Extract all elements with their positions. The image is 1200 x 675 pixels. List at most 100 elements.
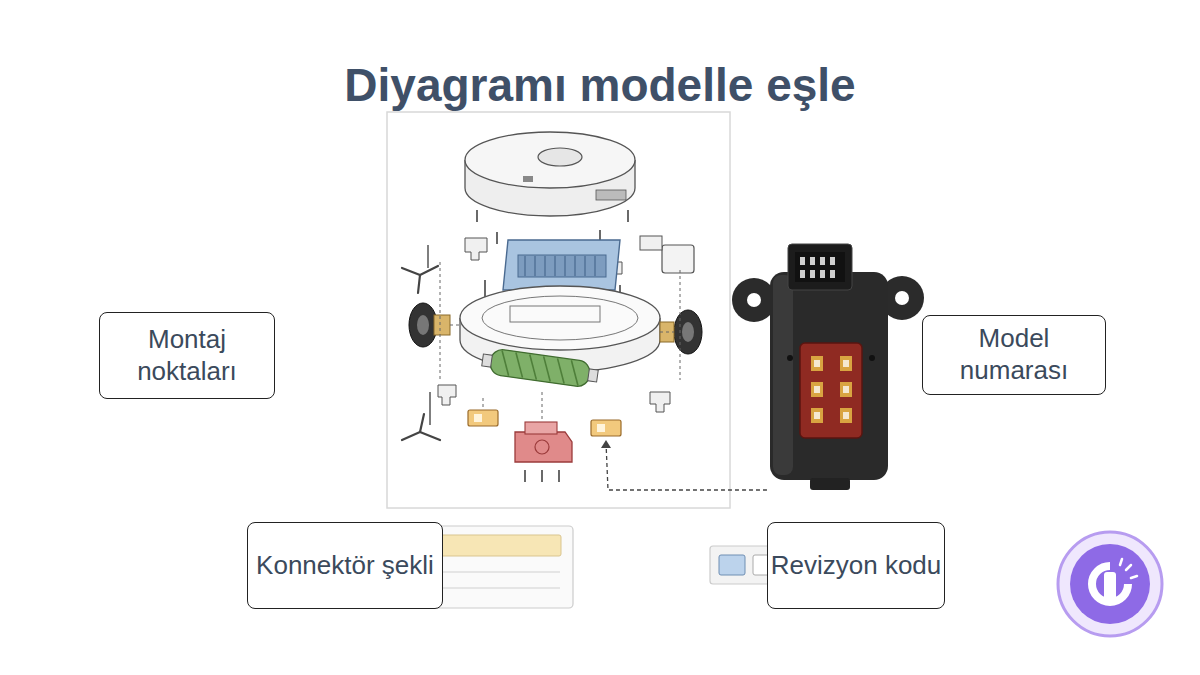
exploded-diagram-part [438,385,456,405]
exploded-diagram-part-part [496,232,498,244]
connector-photo-part [770,272,888,480]
logo-icon-part [1104,572,1116,602]
logo-icon [1058,532,1162,636]
connector-photo-part [814,360,849,419]
exploded-diagram-part [482,296,638,340]
exploded-diagram-part-part [558,470,560,482]
exploded-diagram-part-part [627,210,629,222]
exploded-diagram-part-part [489,348,592,388]
connector-photo-part-part [811,382,823,397]
connector-photo-part-part [843,360,849,367]
connector-photo-part [747,293,761,307]
connector-photo-part-part [811,356,823,371]
leader-line-part [606,442,770,490]
exploded-diagram-part-part [660,332,674,333]
exploded-diagram-part [525,422,557,434]
connector-photo-part-part [814,360,820,367]
logo-icon-part [1092,566,1128,602]
connector-photo-part-part [840,356,852,371]
exploded-diagram-part-part-part [540,356,553,381]
exploded-diagram-part-part [555,256,556,276]
exploded-diagram-part [402,266,440,440]
exploded-diagram-part-part [524,470,526,482]
connector-photo-part [795,252,845,282]
exploded-diagram-part-part [484,280,486,298]
exploded-diagram-part-part [545,256,546,276]
label-box: Konnektör şekli [247,522,443,609]
connector-photo-part [732,278,776,322]
exploded-diagram-part-part-part [568,360,581,385]
exploded-diagram-part [483,392,542,420]
connector-photo-part [788,244,852,290]
logo-icon-part-part [1120,559,1122,565]
connector-photo-part-part [840,408,852,423]
connector-photo-part-part [830,270,835,278]
exploded-diagram-part-part [575,256,576,276]
exploded-diagram [387,112,730,508]
exploded-diagram-part [468,410,498,426]
connector-photo-part-part [810,257,815,265]
exploded-diagram-part-part [499,351,582,386]
label-box: Montaj noktaları [99,312,275,399]
page-title: Diyagramı modelle eşle [0,58,1200,112]
exploded-diagram-part-part [482,354,493,367]
exploded-diagram-part-part [420,414,424,432]
exploded-diagram-part-part [541,470,543,482]
connector-photo-part-part [820,257,825,265]
connector-photo-part-part [820,270,825,278]
exploded-diagram-part [525,470,559,482]
form-card-part [434,587,560,588]
exploded-diagram-part [591,420,621,436]
box-label: Montaj noktaları [100,324,274,387]
exploded-diagram-part [596,190,626,200]
exploded-diagram-part-part [535,256,536,276]
exploded-diagram-part [429,392,431,425]
exploded-diagram-part [474,414,482,422]
connector-photo-part-part [843,386,849,393]
exploded-diagram-part [660,322,674,342]
exploded-diagram-part [538,148,582,166]
exploded-diagram-part-part [420,432,440,440]
exploded-diagram-part [465,238,487,260]
logo-icon-part-part [1126,565,1131,570]
exploded-diagram-part [523,176,533,182]
exploded-diagram-part [535,440,549,454]
connector-photo-part-part [814,412,820,419]
exploded-diagram-part-part [565,256,566,276]
exploded-diagram-part [460,286,660,350]
exploded-diagram-part-part [418,275,420,293]
connector-photo-part [773,275,793,475]
connector-photo-part-part [843,412,849,419]
logo-icon-part [1120,559,1137,578]
logo-icon-part-part [1131,576,1137,578]
connector-photo [732,244,924,490]
box-label: Revizyon kodu [771,550,942,582]
connector-photo-part-part [800,270,805,278]
form-card-part [430,535,561,556]
connector-photo-part-part [810,270,815,278]
exploded-diagram-part [465,132,635,188]
exploded-diagram-part [518,255,606,277]
exploded-diagram-part-part [450,325,462,326]
leader-line-part [601,440,611,448]
connector-photo-part [800,343,862,438]
exploded-diagram-part [515,432,572,462]
exploded-diagram-part-part [420,266,438,275]
exploded-diagram-part-part-part [513,352,526,377]
exploded-diagram-part-part [595,256,596,276]
box-label: Konnektör şekli [256,550,434,582]
connector-photo-part-part [840,382,852,397]
logo-icon-part [1070,544,1150,624]
exploded-diagram-part-part [525,256,526,276]
leader-line [601,440,770,490]
exploded-diagram-part-part-part [554,358,567,383]
exploded-diagram-part [409,303,437,347]
exploded-diagram-part [674,310,702,354]
label-box: Revizyon kodu [767,522,945,609]
connector-photo-part [869,355,875,361]
connector-photo-part [895,291,909,305]
label-box: Model numarası [922,315,1106,395]
exploded-diagram-part [662,245,694,273]
exploded-diagram-part-part-part [526,354,539,379]
